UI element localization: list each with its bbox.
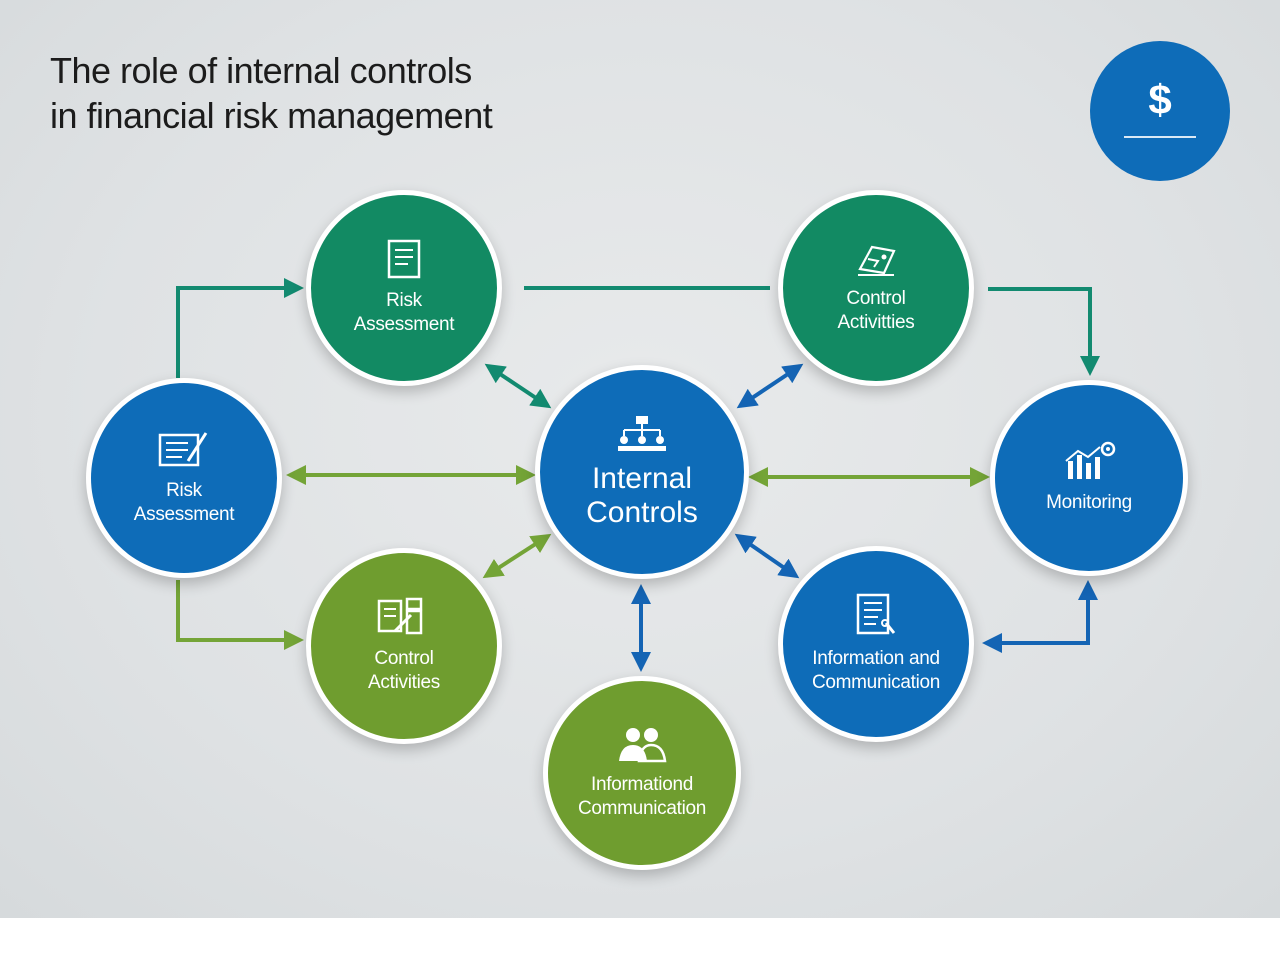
title-line-1: The role of internal controls bbox=[50, 50, 472, 91]
title-line-2: in financial risk management bbox=[50, 95, 493, 136]
dollar-icon: $ bbox=[1148, 76, 1172, 123]
connector-control-top-to-monitoring bbox=[988, 287, 1100, 376]
connector-layer bbox=[176, 278, 1100, 672]
report-icon bbox=[856, 593, 896, 635]
node-risk-assessment-left: Risk Assessment bbox=[86, 378, 282, 578]
connector-left-to-control-bottom bbox=[176, 580, 304, 650]
connector-info-right-to-monitoring bbox=[982, 580, 1098, 653]
map-icon bbox=[858, 245, 896, 276]
node-information-communication-right: Information and Communication bbox=[778, 546, 974, 742]
connector-center-control-bottom bbox=[482, 533, 552, 579]
node-control-activities-bottom: Control Activities bbox=[306, 548, 502, 744]
node-label: Monitoring bbox=[1046, 492, 1132, 513]
files-icon bbox=[377, 597, 423, 635]
connector-center-info-right bbox=[734, 533, 800, 579]
badge-underline bbox=[1124, 136, 1196, 138]
node-risk-assessment-top: Risk Assessment bbox=[306, 190, 502, 386]
bar-chart-gear-icon bbox=[1065, 441, 1116, 479]
connector-left-to-risk-top bbox=[176, 278, 304, 378]
node-label: Risk Assessment bbox=[353, 290, 455, 335]
node-label: Risk Assessment bbox=[133, 480, 235, 525]
diagram-canvas: The role of internal controls in financi… bbox=[0, 0, 1280, 918]
people-icon bbox=[619, 728, 667, 763]
checklist-pen-icon bbox=[158, 432, 208, 467]
node-control-activities-top: Control Activitties bbox=[778, 190, 974, 386]
node-label: Control Activities bbox=[368, 648, 440, 693]
diagram-title: The role of internal controls in financi… bbox=[50, 48, 493, 138]
node-label: Informationd Communication bbox=[577, 774, 707, 819]
document-icon bbox=[387, 239, 421, 279]
node-monitoring: Monitoring bbox=[990, 380, 1188, 576]
node-label: Information and Communication bbox=[811, 648, 941, 693]
node-information-communication-bottom: Informationd Communication bbox=[543, 676, 741, 870]
node-internal-controls: Internal Controls bbox=[535, 365, 749, 579]
org-chart-icon bbox=[618, 416, 666, 451]
node-label: Internal Controls bbox=[586, 462, 698, 529]
dollar-badge: $ bbox=[1090, 41, 1230, 181]
connector-center-risk-top bbox=[484, 363, 552, 409]
node-label: Control Activitties bbox=[837, 288, 915, 333]
connector-center-control-top bbox=[736, 363, 804, 409]
